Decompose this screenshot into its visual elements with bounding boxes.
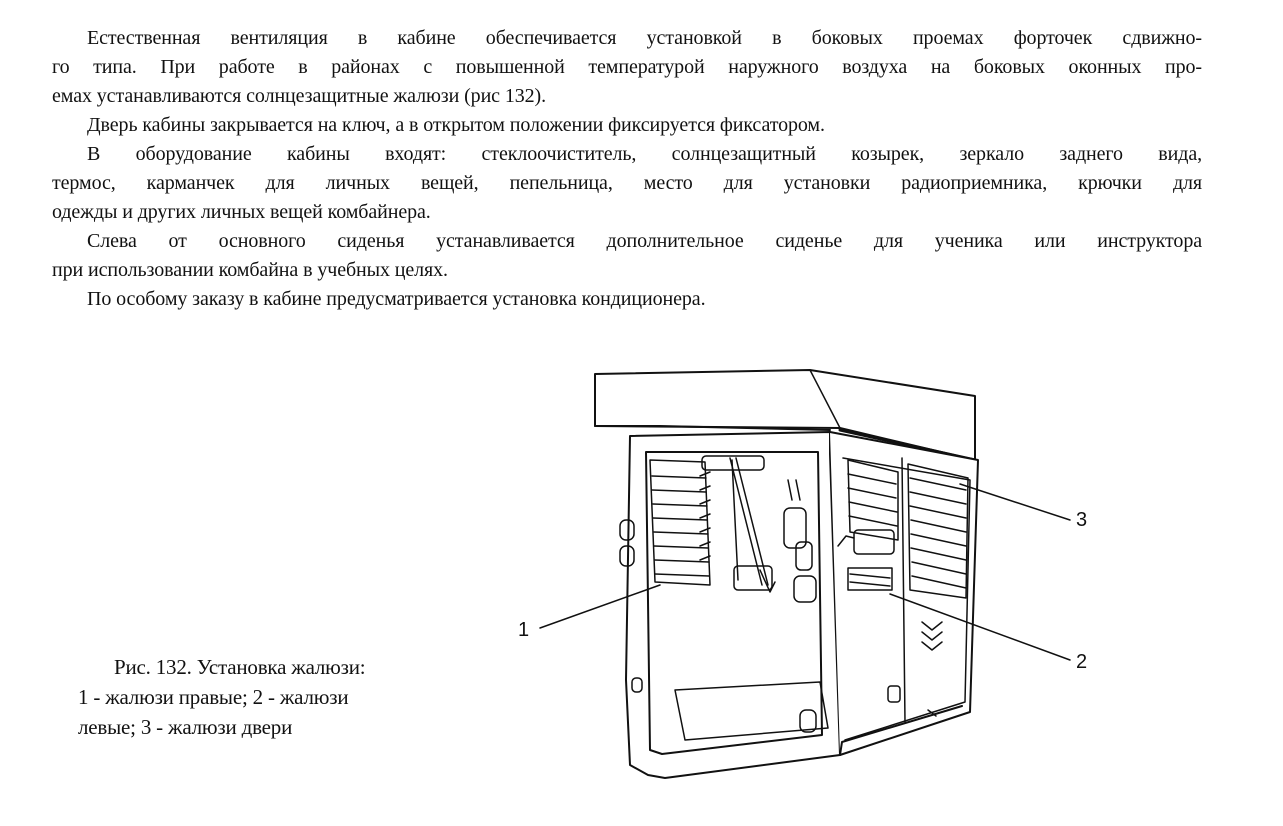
paragraph-1-line-1: Естественная вентиляция в кабине обеспеч… (87, 27, 1202, 49)
paragraph-1-line-3: емах устанавливаются солнцезащитные жалю… (52, 85, 547, 107)
callout-1: 1 (518, 619, 529, 641)
caption-title: Рис. 132. Установка жалюзи: (114, 655, 366, 679)
louvres-right (649, 459, 711, 586)
paragraph-1-line-2: го типа. При работе в районах с повышенн… (52, 56, 1202, 78)
side-lamps (619, 519, 817, 733)
cabin-body (625, 431, 979, 779)
cabin-illustration: 1 2 3 (500, 360, 1120, 800)
louvres-door (887, 463, 969, 717)
louvres-left (837, 459, 899, 591)
figure-caption: Рис. 132. Установка жалюзи: 1 - жалюзи п… (78, 652, 438, 742)
caption-line-3: левые; 3 - жалюзи двери (78, 715, 293, 739)
callout-3: 3 (1076, 509, 1087, 531)
paragraph-2-line-1: Дверь кабины закрывается на ключ, а в от… (87, 114, 825, 136)
paragraph-3-line-3: одежды и других личных вещей комбайнера. (52, 201, 431, 223)
paragraph-4-line-2: при использовании комбайна в учебных цел… (52, 259, 448, 281)
cabin-equipment (701, 455, 817, 603)
callout-2: 2 (1076, 651, 1087, 673)
body-text: Естественная вентиляция в кабине обеспеч… (52, 24, 1202, 314)
paragraph-3-line-1: В оборудование кабины входят: стеклоочис… (87, 143, 1202, 165)
paragraph-4-line-1: Слева от основного сиденья устанавливает… (87, 230, 1202, 252)
callout-leaders (539, 483, 1071, 661)
cabin-roof (594, 369, 977, 462)
paragraph-5-line-1: По особому заказу в кабине предусматрива… (87, 288, 706, 310)
cabin-drawing: 1 2 3 (518, 369, 1087, 779)
paragraph-3-line-2: термос, карманчек для личных вещей, пепе… (52, 172, 1202, 194)
caption-line-2: 1 - жалюзи правые; 2 - жалюзи (78, 685, 349, 709)
